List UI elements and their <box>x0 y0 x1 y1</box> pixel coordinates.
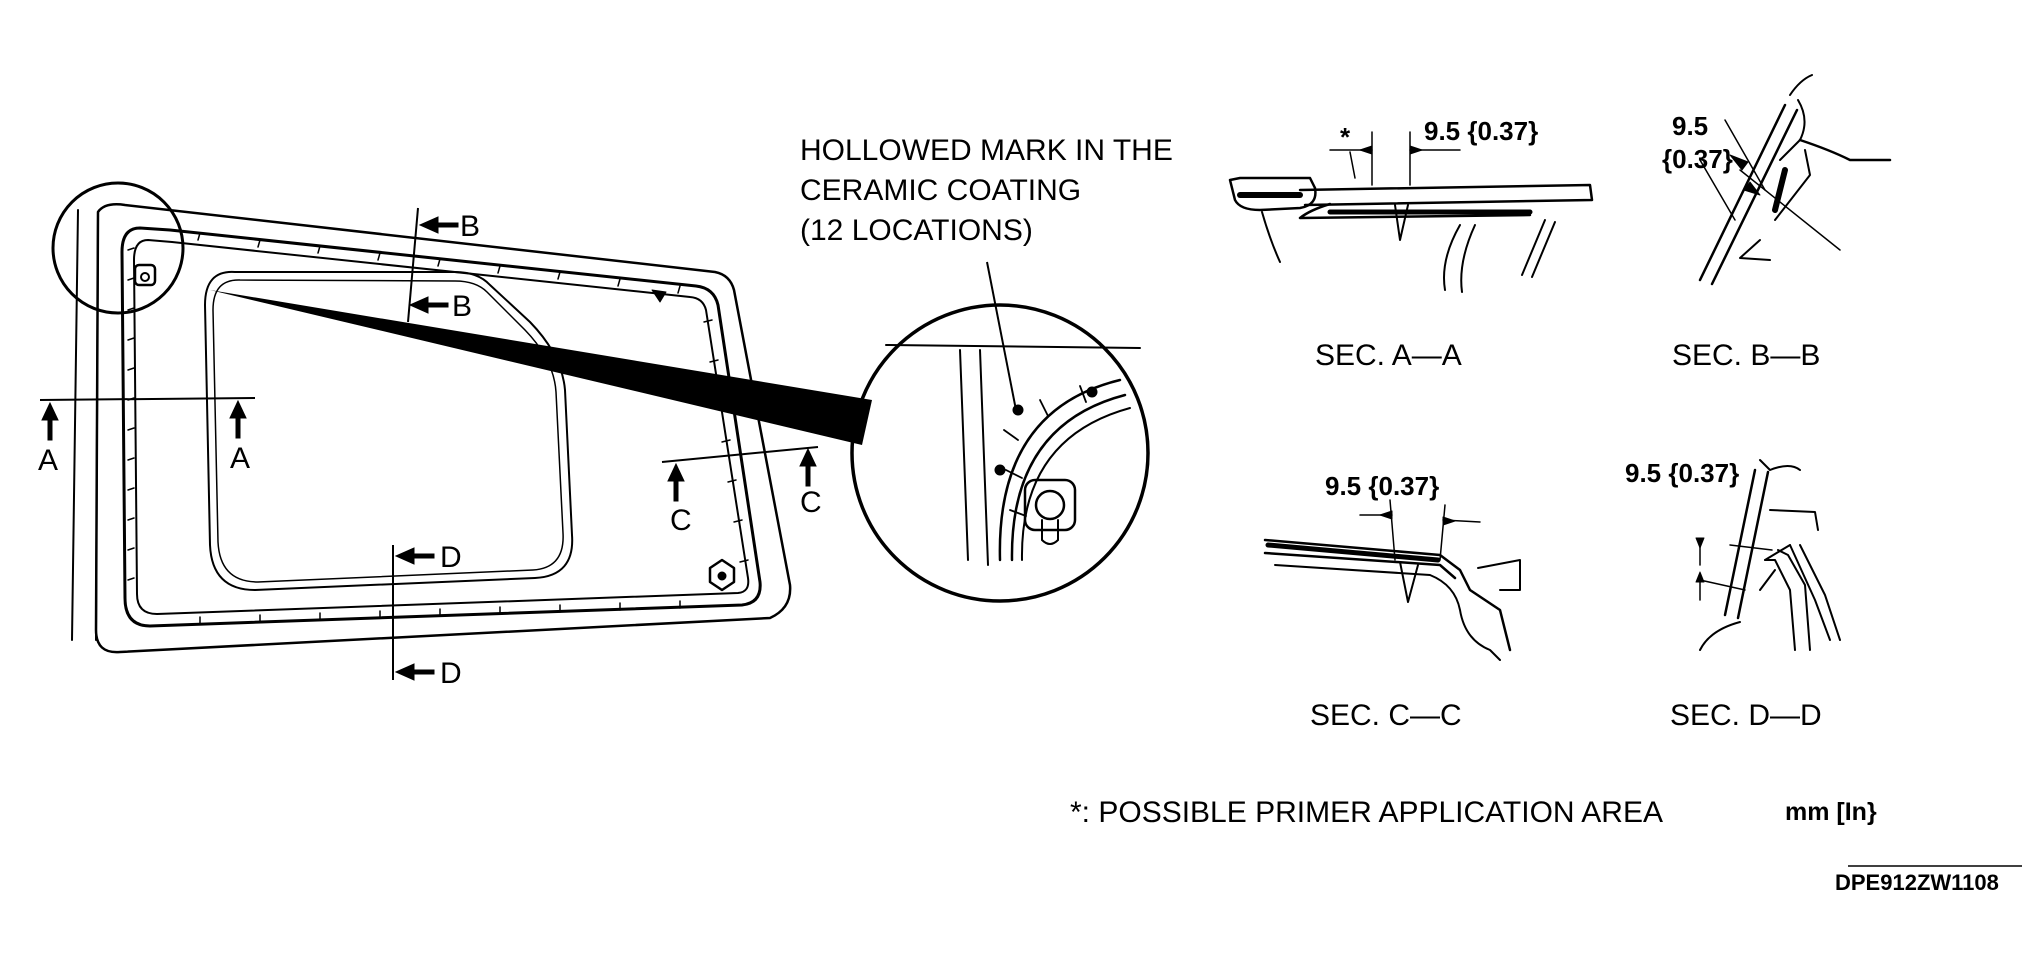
section-a-asterisk: * <box>1340 122 1351 152</box>
arrow-d-bottom-icon <box>394 663 435 681</box>
section-a-drawing <box>1228 131 1594 293</box>
section-b-dimension-2: {0.37} <box>1662 144 1733 174</box>
mark-c-left: C <box>670 504 692 537</box>
magnifier-wedge <box>210 290 872 445</box>
arrow-c-right-icon <box>799 447 817 487</box>
section-d-caption: SEC. D—D <box>1670 699 1822 732</box>
section-a-caption: SEC. A—A <box>1315 339 1462 372</box>
footnote-primer: *: POSSIBLE PRIMER APPLICATION AREA <box>1070 796 1663 829</box>
detail-circle-small <box>51 181 185 315</box>
inner-panel-inner <box>212 279 564 583</box>
pillar-strip <box>71 209 99 641</box>
ceramic-coating-outer <box>120 226 762 628</box>
mark-b-bottom: B <box>452 290 472 323</box>
locator-clip-top <box>133 263 157 287</box>
units-label: mm [In} <box>1785 798 1877 826</box>
section-d-dimension: 9.5 {0.37} <box>1625 458 1739 488</box>
ceramic-coating-inner <box>133 239 750 615</box>
section-b-dimension-1: 9.5 <box>1672 111 1708 141</box>
mark-b-top: B <box>460 210 480 243</box>
mark-d-top: D <box>440 541 462 574</box>
locator-clip-bottom <box>708 558 736 592</box>
glass-outline <box>94 203 792 654</box>
locator-mark-top-right <box>651 289 667 303</box>
section-c-dimension: 9.5 {0.37} <box>1325 471 1439 501</box>
section-a-dimension: 9.5 {0.37} <box>1424 116 1538 146</box>
callout-leader <box>986 261 1017 411</box>
mark-a-left: A <box>38 444 58 477</box>
mark-d-bottom: D <box>440 657 462 690</box>
detail-locator-clip <box>1023 478 1077 532</box>
window-main-view <box>71 203 792 654</box>
callout-line-3: (12 LOCATIONS) <box>800 214 1033 247</box>
section-b-caption: SEC. B—B <box>1672 339 1820 372</box>
section-c-drawing <box>1263 499 1521 661</box>
arrow-c-left-icon <box>667 462 685 502</box>
inner-panel-outer <box>204 270 574 591</box>
figure-code: DPE912ZW1108 <box>1835 870 1999 895</box>
mark-c-right: C <box>800 486 822 519</box>
arrow-a-left-icon <box>41 401 59 441</box>
detail-circle-large <box>850 303 1150 603</box>
section-markers <box>39 207 819 681</box>
arrow-b-bottom-icon <box>408 296 449 314</box>
arrow-d-top-icon <box>394 547 435 565</box>
section-c-caption: SEC. C—C <box>1310 699 1462 732</box>
callout-line-1: HOLLOWED MARK IN THE <box>800 134 1173 167</box>
arrow-b-top-icon <box>418 216 459 234</box>
callout-line-2: CERAMIC COATING <box>800 174 1081 207</box>
detail-magnified-view <box>850 303 1150 603</box>
section-b-drawing <box>1698 74 1892 286</box>
arrow-a-right-icon <box>229 399 247 439</box>
mark-a-right: A <box>230 442 250 475</box>
section-d-drawing <box>1695 459 1841 651</box>
